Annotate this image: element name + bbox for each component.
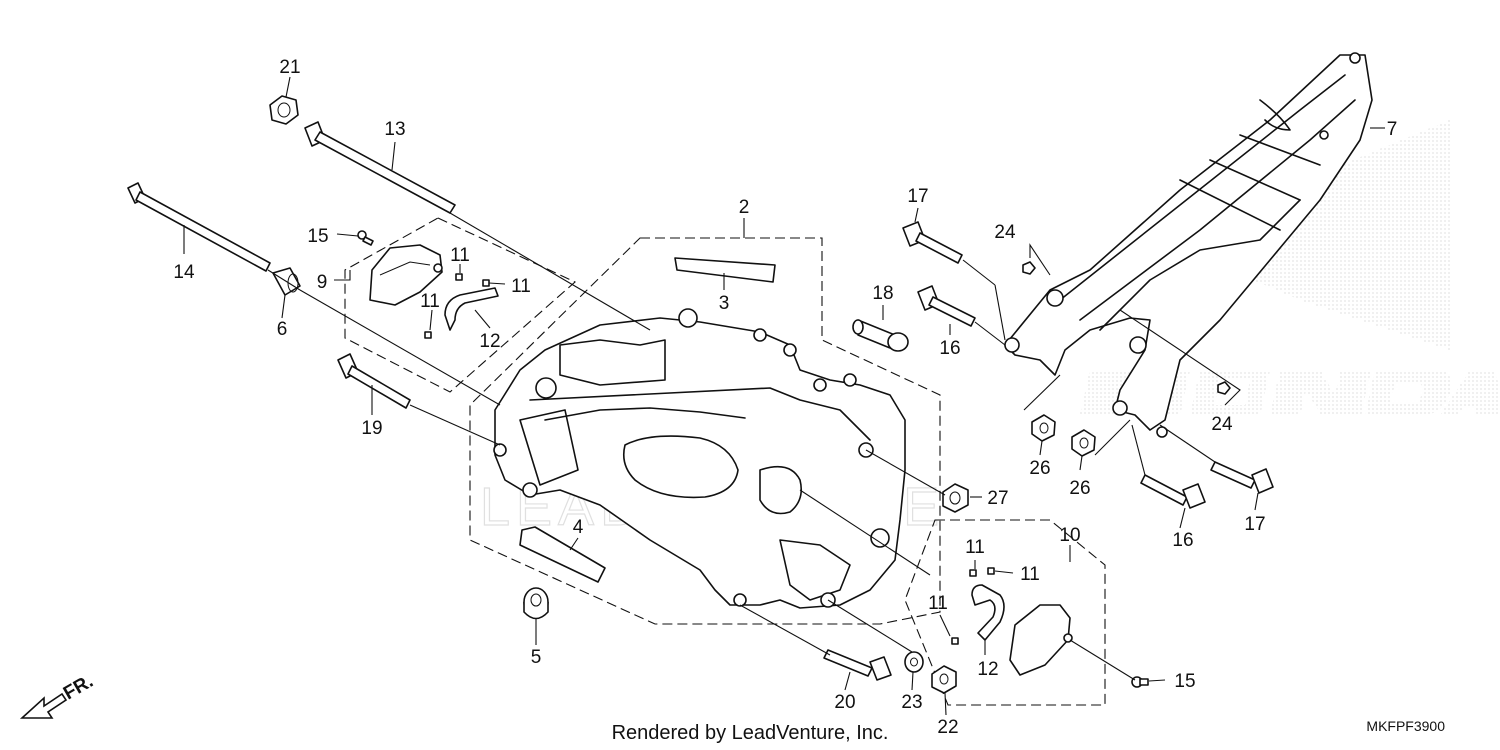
clip-part-11 [455, 273, 463, 281]
callout-6: 6 [277, 319, 288, 340]
callout-18: 18 [872, 283, 893, 304]
band-part-12 [971, 584, 1005, 641]
nut-part-22 [931, 665, 957, 694]
callout-11: 11 [420, 291, 440, 312]
callout-14: 14 [173, 262, 195, 283]
render-credit: Rendered by LeadVenture, Inc. [612, 722, 889, 744]
nut-part-21 [269, 95, 299, 125]
callout-22: 22 [937, 717, 958, 738]
collar-part-5 [523, 587, 549, 620]
nut-part-24 [1022, 261, 1036, 275]
rubber-mount-part-18 [852, 319, 909, 352]
nut-part-27 [942, 483, 969, 513]
clip-part-11 [969, 569, 977, 577]
callout-24: 24 [1211, 414, 1233, 435]
bolt-part-16 [917, 285, 976, 327]
screw-part-15 [357, 230, 374, 246]
callout-11: 11 [965, 537, 985, 558]
callout-5: 5 [531, 647, 542, 668]
callout-9: 9 [317, 272, 328, 293]
callout-11: 11 [928, 593, 948, 614]
cover-part-9 [369, 244, 443, 306]
band-part-12 [444, 287, 499, 331]
frame-pad-part-4 [519, 526, 606, 583]
nut-part-26 [1031, 414, 1056, 442]
clip-part-11 [424, 331, 432, 339]
nut-part-26 [1071, 429, 1096, 457]
cover-part-10 [1009, 604, 1073, 676]
bolt-part-20 [823, 649, 892, 681]
callout-19: 19 [361, 418, 382, 439]
bolt-part-17 [1210, 461, 1274, 494]
callout-26: 26 [1069, 478, 1090, 499]
callout-7: 7 [1387, 119, 1398, 140]
leader-lines [183, 76, 1385, 716]
callout-11: 11 [450, 245, 470, 266]
main-frame-part-2 [493, 308, 906, 609]
callout-11: 11 [511, 276, 531, 297]
callout-16: 16 [1172, 530, 1193, 551]
callout-26: 26 [1029, 458, 1050, 479]
nut-part-24 [1217, 381, 1231, 395]
washer-part-23 [904, 651, 924, 673]
group-boundaries [344, 217, 1106, 706]
callout-24: 24 [994, 222, 1016, 243]
bolt-part-17 [902, 221, 963, 264]
diagram-code: MKFPF3900 [1366, 718, 1445, 734]
clip-part-11 [482, 279, 490, 287]
callout-13: 13 [384, 119, 405, 140]
bolt-part-13 [304, 121, 456, 214]
callout-20: 20 [834, 692, 855, 713]
bolt-part-16 [1140, 474, 1206, 509]
callout-11: 11 [1020, 564, 1040, 585]
callout-4: 4 [573, 517, 584, 538]
front-direction-arrow-icon: FR. [19, 671, 97, 719]
screw-part-15 [1131, 676, 1149, 688]
rear-subframe-part-7 [1004, 52, 1373, 438]
callout-15: 15 [307, 226, 328, 247]
callout-27: 27 [987, 488, 1008, 509]
callout-2: 2 [739, 197, 750, 218]
callout-3: 3 [719, 293, 730, 314]
callout-12: 12 [479, 331, 500, 352]
callout-16: 16 [939, 338, 960, 359]
bolt-part-19 [337, 353, 411, 409]
clip-part-11 [951, 637, 959, 645]
callout-17: 17 [1244, 514, 1265, 535]
callout-23: 23 [901, 692, 922, 713]
callout-10: 10 [1059, 525, 1080, 546]
clip-part-11 [987, 567, 995, 575]
frame-pad-part-3 [674, 257, 776, 283]
callout-21: 21 [279, 57, 300, 78]
callout-15: 15 [1174, 671, 1195, 692]
callout-labels: 21 13 15 14 9 11 11 11 12 6 19 2 3 4 5 1… [173, 57, 1397, 738]
callout-12: 12 [977, 659, 998, 680]
callout-17: 17 [907, 186, 928, 207]
bolt-part-14 [127, 182, 271, 272]
